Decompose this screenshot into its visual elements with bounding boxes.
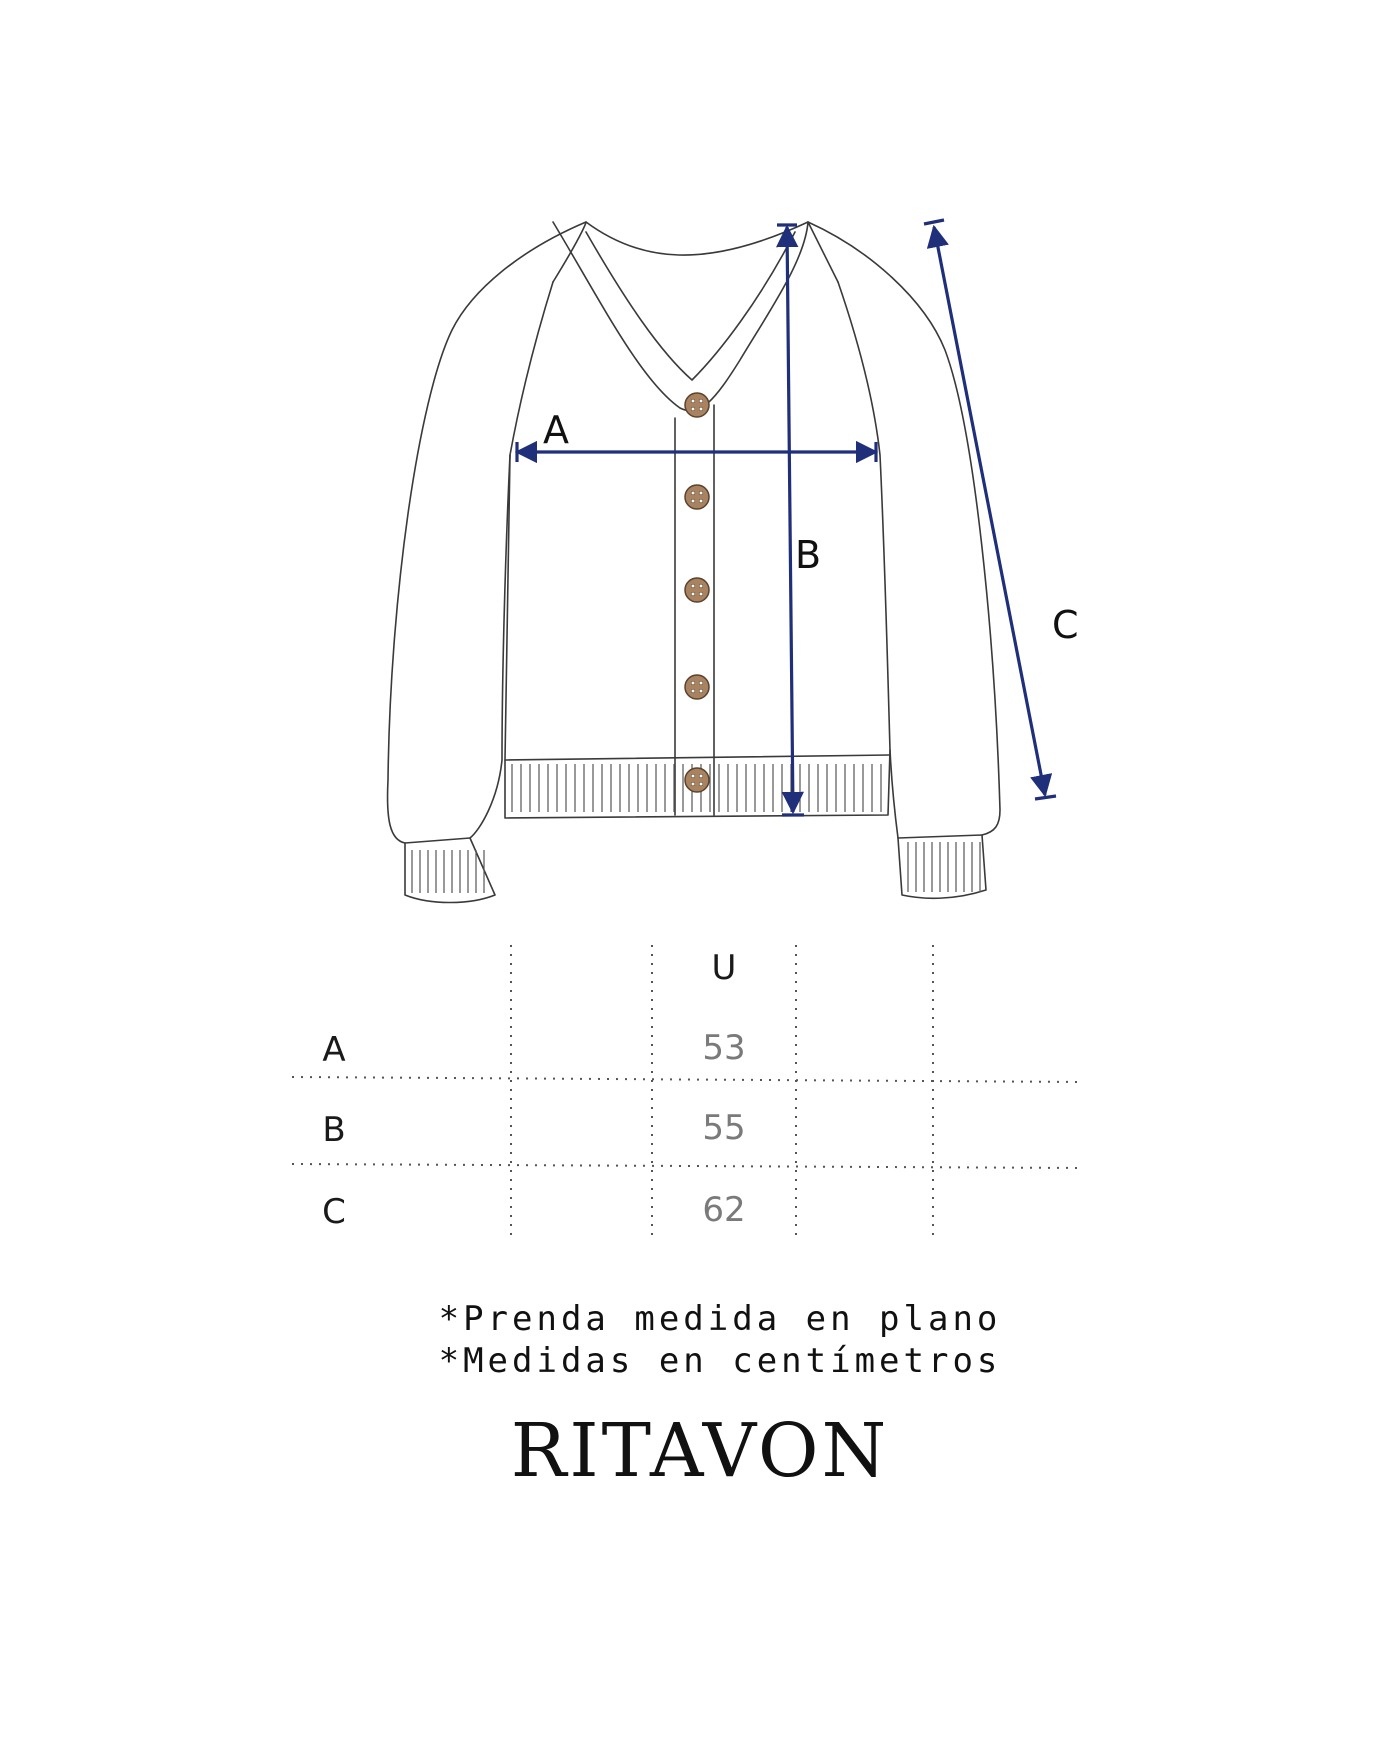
- body: [504, 454, 891, 819]
- row-label-c: C: [322, 1192, 346, 1232]
- button-hole: [690, 781, 696, 787]
- value-c: 62: [702, 1190, 746, 1230]
- neckline-back: [552, 221, 839, 283]
- button-hole: [690, 398, 696, 404]
- button-hole: [698, 680, 704, 686]
- left-sleeve: [386, 221, 587, 844]
- cardigan-outline: [386, 221, 1001, 904]
- collar-outer: [552, 221, 809, 412]
- button-hole: [690, 406, 696, 412]
- row-label-a: A: [322, 1030, 346, 1070]
- value-a: 53: [702, 1028, 746, 1068]
- button-hole: [690, 591, 696, 597]
- button-hole: [690, 688, 696, 694]
- notes: *Prenda medida en plano *Medidas en cent…: [0, 1298, 1400, 1382]
- label-b: B: [795, 533, 821, 577]
- hem-band-top: [504, 754, 891, 761]
- button-disc: [684, 392, 710, 418]
- button-hole: [690, 490, 696, 496]
- button-hole: [698, 688, 704, 694]
- right-cuff: [897, 834, 987, 900]
- note-units: *Medidas en centímetros: [438, 1341, 1002, 1381]
- measure-arrows: [514, 218, 1057, 817]
- right-sleeve: [807, 221, 1001, 836]
- buttons: [684, 392, 710, 793]
- ribbing: [411, 764, 981, 893]
- button-hole: [698, 490, 704, 496]
- button-disc: [684, 674, 710, 700]
- button-hole: [698, 398, 704, 404]
- button-disc: [684, 577, 710, 603]
- button-hole: [698, 406, 704, 412]
- size-header: U: [711, 948, 737, 988]
- button-hole: [690, 680, 696, 686]
- collar-inner: [585, 231, 796, 381]
- button-hole: [690, 773, 696, 779]
- label-c: C: [1052, 603, 1079, 647]
- button-disc: [684, 484, 710, 510]
- placket: [674, 404, 715, 816]
- value-b: 55: [702, 1108, 746, 1148]
- table-grid: [291, 945, 1083, 1235]
- button-hole: [698, 781, 704, 787]
- button-hole: [698, 498, 704, 504]
- button-hole: [690, 498, 696, 504]
- button-disc: [684, 767, 710, 793]
- note-flat: *Prenda medida en plano: [438, 1299, 1002, 1339]
- arrow-c: [926, 224, 1053, 798]
- label-a: A: [543, 408, 569, 452]
- row-label-b: B: [322, 1110, 346, 1150]
- button-hole: [698, 591, 704, 597]
- brand-logo: RITAVON: [510, 1408, 890, 1494]
- arrow-b: [776, 224, 804, 815]
- button-hole: [698, 773, 704, 779]
- button-hole: [698, 583, 704, 589]
- left-cuff: [404, 837, 496, 904]
- button-hole: [690, 583, 696, 589]
